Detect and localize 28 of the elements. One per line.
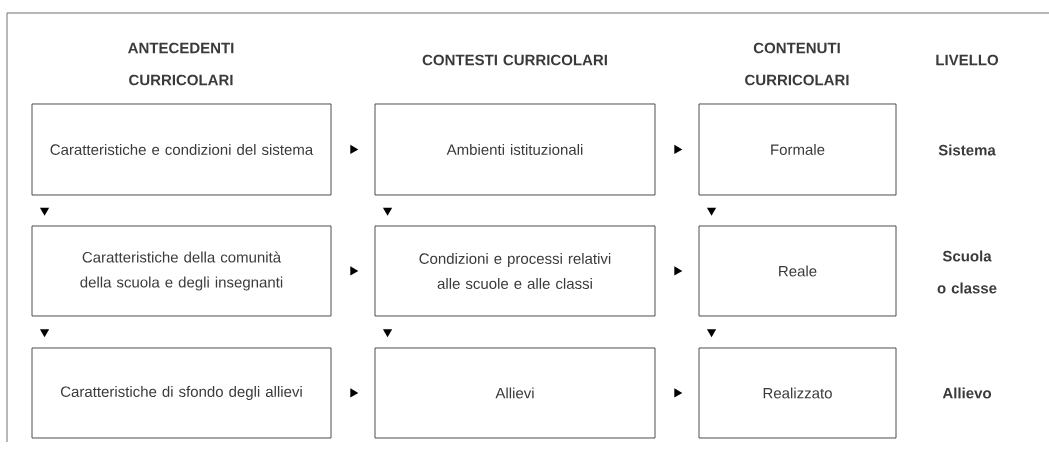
process-box: Reale — [698, 225, 897, 317]
process-box: Caratteristiche di sfondo degli allievi — [31, 347, 332, 439]
process-box: Allievi — [374, 347, 656, 439]
arrow — [674, 144, 683, 155]
arrow — [39, 329, 50, 338]
process-box: Realizzato — [698, 347, 897, 439]
level-label: Scuola o classe — [937, 250, 997, 294]
column-heading: LIVELLO — [936, 54, 999, 66]
arrow — [674, 266, 683, 276]
process-box: Condizioni e processi relativi alle scuole e alle classi — [374, 225, 656, 317]
arrow — [706, 329, 717, 338]
arrow — [350, 388, 359, 398]
level-label: Allievo — [942, 387, 991, 399]
arrow — [382, 329, 393, 338]
column-heading: CONTESTI CURRICOLARI — [422, 54, 607, 66]
arrow — [706, 207, 717, 216]
arrow — [674, 388, 683, 398]
arrow — [350, 266, 359, 276]
arrow — [382, 207, 393, 216]
process-box: Caratteristiche della comunità della scuola e degli insegnanti — [31, 225, 332, 317]
level-label: Sistema — [938, 144, 996, 156]
arrow — [350, 144, 359, 155]
column-heading: ANTECEDENTI CURRICOLARI — [128, 42, 234, 86]
process-box: Formale — [698, 103, 897, 196]
arrow — [39, 207, 50, 216]
process-box: Caratteristiche e condizioni del sistema — [31, 103, 332, 196]
process-box: Ambienti istituzionali — [374, 103, 656, 196]
column-heading: CONTENUTI CURRICOLARI — [745, 42, 849, 86]
